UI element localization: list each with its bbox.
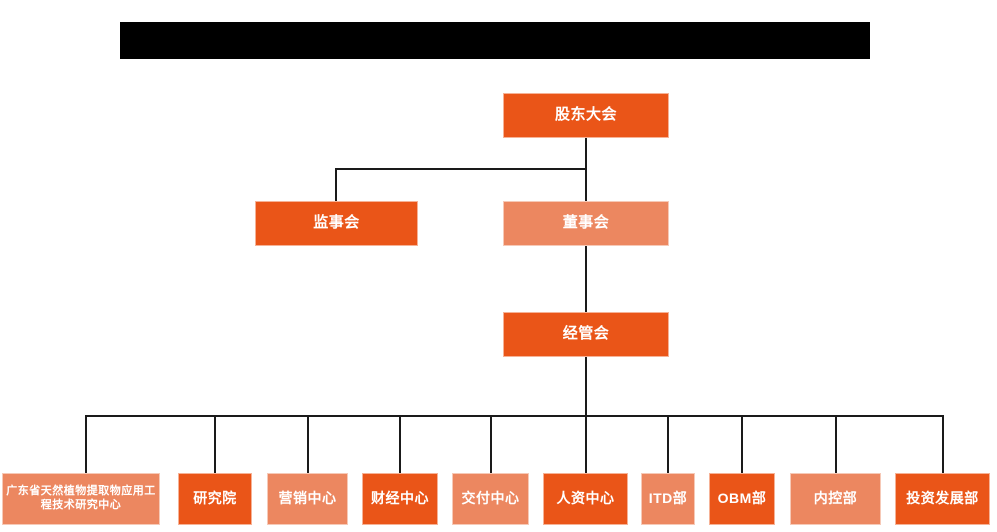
org-node-label: 交付中心 [461,490,520,507]
drop-gd-research-center [85,415,87,473]
drop-research-institute [214,415,216,473]
org-node-mgmt-committee[interactable]: 经管会 [503,312,669,357]
org-node-research-institute[interactable]: 研究院 [178,473,252,525]
drop-hr-center [585,415,587,473]
drop-delivery-center [490,415,492,473]
redacted-title-bar [120,22,870,59]
org-node-marketing-center[interactable]: 营销中心 [267,473,348,525]
org-node-label: 董事会 [562,214,610,232]
org-node-itd-dept[interactable]: ITD部 [641,473,695,525]
org-node-investment-dev[interactable]: 投资发展部 [895,473,990,525]
org-node-label: 财经中心 [371,490,429,507]
drop-internal-control [835,415,837,473]
mgmt-stem-down [585,357,587,416]
org-node-shareholders[interactable]: 股东大会 [503,93,669,138]
org-node-label: 研究院 [193,490,237,507]
drop-marketing-center [307,415,309,473]
org-node-label: 营销中心 [278,490,337,507]
drop-investment-dev [942,415,944,473]
level4-distribution-bar [85,415,944,417]
org-node-label: 经管会 [562,325,610,343]
org-node-gd-research-center[interactable]: 广东省天然植物提取物应用工程技术研究中心 [2,473,160,525]
org-node-label: OBM部 [717,490,767,507]
org-node-board[interactable]: 董事会 [503,201,669,246]
drop-obm-dept [741,415,743,473]
drop-itd-dept [667,415,669,473]
board-stem-up [585,168,587,201]
level2-distribution-bar [335,168,587,170]
org-node-label: 广东省天然植物提取物应用工程技术研究中心 [6,485,156,511]
org-node-obm-dept[interactable]: OBM部 [709,473,775,525]
org-node-label: 人资中心 [556,490,615,507]
shareholders-stem-down [585,138,587,170]
drop-finance-center [399,415,401,473]
org-node-internal-control[interactable]: 内控部 [790,473,881,525]
org-node-label: 内控部 [813,490,858,507]
org-node-delivery-center[interactable]: 交付中心 [452,473,529,525]
org-node-label: 监事会 [313,214,360,232]
org-node-label: 股东大会 [554,106,617,124]
org-node-hr-center[interactable]: 人资中心 [543,473,628,525]
org-node-supervisors[interactable]: 监事会 [255,201,418,246]
org-node-finance-center[interactable]: 财经中心 [362,473,438,525]
board-stem-down [585,246,587,312]
supervisors-stem-up [335,168,337,201]
org-node-label: 投资发展部 [906,490,979,507]
org-node-label: ITD部 [648,490,688,507]
